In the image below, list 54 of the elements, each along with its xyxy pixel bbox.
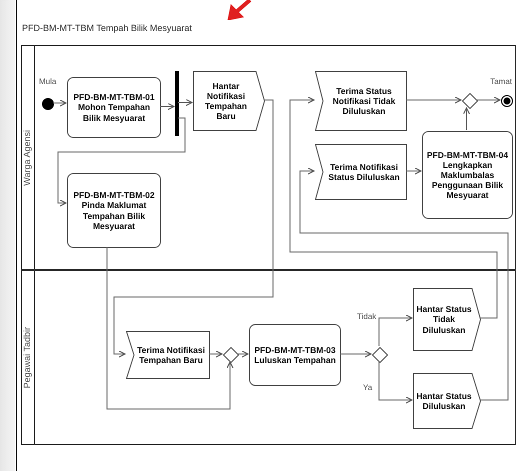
swimlane (21, 45, 516, 270)
arrow (114, 100, 274, 358)
gateway-diamond (372, 347, 388, 363)
task-box (249, 324, 341, 386)
node-text: Hantar Status Diluluskan (415, 390, 473, 412)
task-box (67, 77, 161, 138)
arrow (178, 99, 192, 106)
diagram-title: PFD-BM-MT-TBM Tempah Bilik Mesyuarat (22, 22, 192, 35)
arrow (378, 362, 412, 404)
arrow (160, 103, 174, 110)
arrow (463, 108, 470, 130)
node-text: PFD-BM-MT-TBM-01 (73, 92, 155, 102)
node-text: Pinda Maklumat Tempahan Bilik Mesyuarat (80, 200, 148, 231)
send-signal-shape (413, 288, 481, 351)
node-caption: Tamat (490, 76, 512, 88)
send-signal-shape (193, 71, 265, 131)
node-text: Luluskan Tempahan (254, 355, 336, 366)
node-text: Terima Status Notifikasi Tidak Diluluskan (332, 86, 396, 116)
arrow (106, 246, 234, 410)
arrow (340, 350, 372, 358)
receive-signal-shape (315, 71, 407, 131)
node-caption: Mula (39, 76, 56, 88)
arrow (406, 168, 422, 174)
gateway-diamond (462, 93, 478, 109)
arrow (300, 168, 508, 400)
arrow (208, 350, 222, 358)
arrow (58, 118, 186, 206)
receive-signal-shape (315, 144, 407, 200)
node-text: Hantar Notifikasi Tempahan Baru (204, 80, 248, 122)
node-text: PFD-BM-MT-TBM-02 (73, 190, 155, 200)
fork-bar (175, 71, 179, 136)
node-text: Hantar Status Tidak Diluluskan (415, 304, 473, 335)
send-signal-shape (413, 373, 481, 429)
task-box (422, 131, 513, 219)
arrow (378, 314, 412, 346)
arrow (406, 96, 462, 104)
start-node (42, 98, 54, 110)
arrow (52, 100, 66, 106)
end-node (501, 95, 513, 107)
node-text: Lengkapkan Maklumbalas Penggunaan Bilik Mesyuarat (430, 160, 504, 200)
node-text: PFD-BM-MT-TBM-04 (426, 150, 508, 160)
arrow (290, 96, 498, 318)
receive-signal-shape (126, 331, 210, 379)
lane-label: Warga Agensi (21, 130, 34, 186)
arrow (476, 96, 500, 104)
task-box (67, 173, 161, 248)
gateway-diamond (223, 347, 239, 363)
node-text: Terima Notifikasi Status Diluluskan (327, 162, 401, 182)
node-text: PFD-BM-MT-TBM-03 (254, 344, 336, 355)
lane-label: Pegawai Tadbir (21, 326, 34, 388)
swimlane (21, 270, 516, 445)
node-text: Terima Notifikasi Tempahan Baru (136, 344, 206, 366)
arrow (238, 350, 248, 358)
node-text: Mohon Tempahan Bilik Mesyuarat (76, 102, 152, 123)
